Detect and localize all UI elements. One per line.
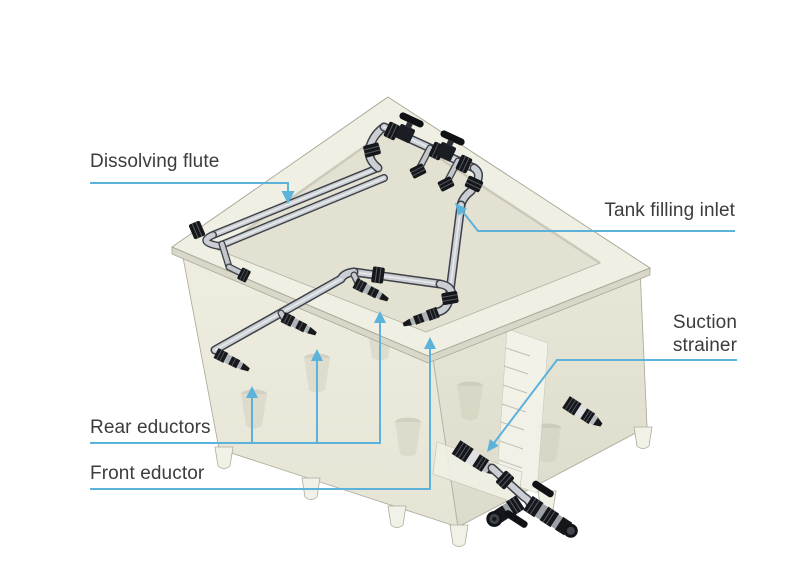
tank-filling-pipe [445, 163, 485, 297]
arrowhead-upleft-icon [455, 203, 467, 216]
callout-line-tank-filling-inlet [455, 203, 735, 232]
outlet-valve-right [523, 495, 578, 538]
arrowhead-downleft-icon [487, 439, 499, 452]
front-eductor-assembly [400, 279, 460, 331]
tank-corner-edge [431, 351, 459, 528]
arrowhead-up-icon [374, 311, 386, 323]
callout-line-rear-eductors [90, 311, 386, 444]
callout-line-suction-strainer [487, 359, 737, 452]
arrowhead-up-icon [246, 386, 258, 398]
valve-lever [504, 510, 528, 528]
label-front-eductor: Front eductor [90, 463, 205, 484]
tank-leg [449, 524, 469, 547]
level-scale [496, 328, 549, 494]
outlet-valve-assembly [486, 463, 578, 538]
eductor-manifold [210, 265, 445, 376]
callout-line-dissolving-flute [90, 182, 295, 204]
label-suction-strainer-line2: strainer [672, 335, 737, 356]
callout-line-front-eductor [90, 337, 436, 490]
tank-leg [387, 505, 407, 528]
tank-body [170, 96, 653, 547]
arrowhead-down-icon [281, 191, 295, 204]
tank-leg [214, 446, 234, 469]
label-rear-eductors: Rear eductors [90, 417, 211, 438]
callout-lines [90, 182, 737, 490]
valve-lever [532, 480, 554, 498]
tank-leg [633, 426, 653, 449]
label-suction-strainer: Suction strainer [673, 311, 737, 357]
label-dissolving-flute: Dissolving flute [90, 151, 220, 172]
label-tank-filling-inlet: Tank filling inlet [604, 200, 735, 221]
arrowhead-up-icon [424, 337, 436, 349]
manifold-union [370, 265, 386, 285]
label-suction-strainer-line1: Suction [672, 312, 737, 333]
arrowhead-up-icon [311, 349, 323, 361]
dissolving-flute-pipe [187, 164, 388, 284]
fill-header-assembly [362, 111, 479, 193]
